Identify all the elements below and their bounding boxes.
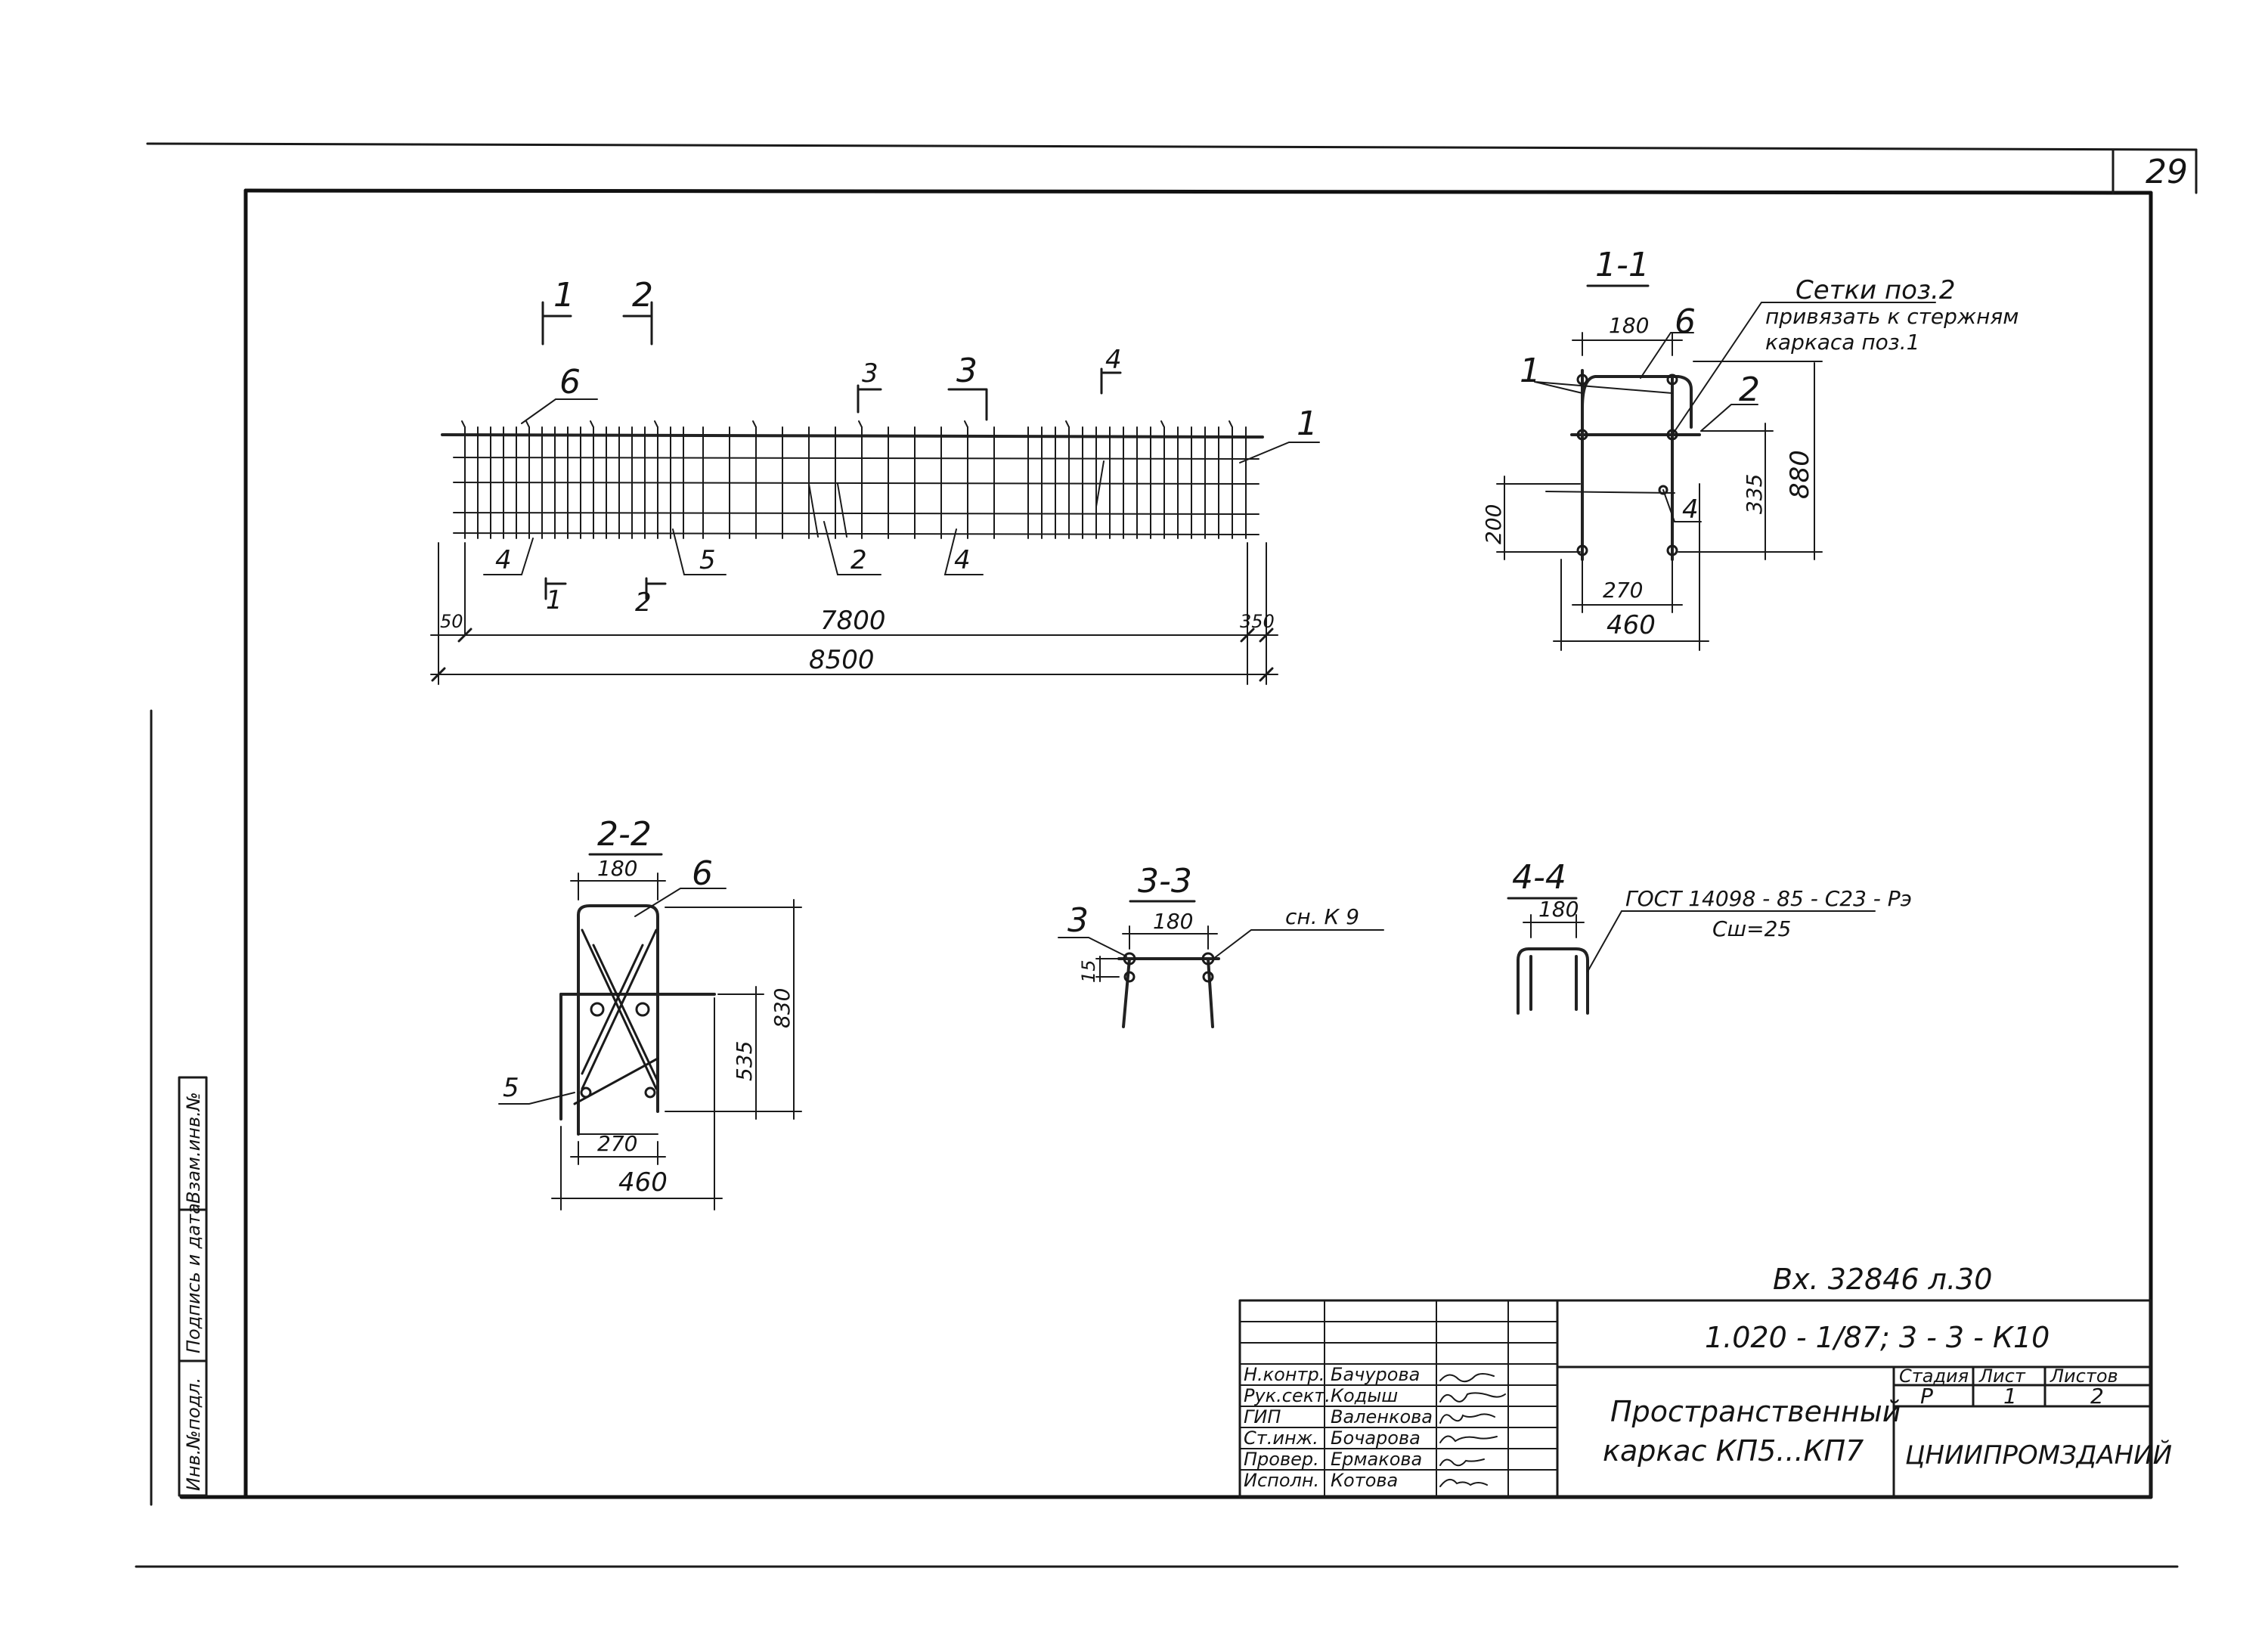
tb-organization: ЦНИИПРОМЗДАНИЙ: [1905, 1440, 2172, 1471]
s11-dim-180: 180: [1609, 313, 1649, 338]
title-block: Н.контр. Бачурова Рук.сект. Кодыш ГИП Ва…: [1238, 1299, 2172, 1499]
section-3-3-title: 3-3: [1138, 862, 1192, 900]
tb-role-5: Исполн.: [1244, 1470, 1319, 1491]
s22-dim-460: 460: [618, 1167, 668, 1198]
tb-name-5: Котова: [1331, 1470, 1398, 1491]
tb-name-2: Валенкова: [1331, 1406, 1433, 1427]
s22-dim-270: 270: [597, 1131, 637, 1156]
s11-note-1: Сетки поз.2: [1796, 275, 1955, 305]
side-stamp-sign: Подпись и дата: [183, 1203, 204, 1353]
section-2-2: 2-2 6 5 180 270 460 535 830: [498, 815, 802, 1210]
tb-header-stage: Стадия: [1899, 1365, 1969, 1387]
s33-dim-15: 15: [1078, 959, 1099, 983]
section-2-2-title: 2-2: [597, 815, 652, 854]
s22-dim-180: 180: [597, 856, 637, 881]
s11-dim-460: 460: [1606, 610, 1656, 640]
tb-title-line1: Пространственный: [1610, 1395, 1901, 1428]
dim-main-350: 350: [1240, 611, 1275, 632]
s33-note: сн. К 9: [1285, 904, 1359, 929]
pos-label-4b: 4: [954, 545, 971, 575]
tb-role-0: Н.контр.: [1244, 1364, 1325, 1385]
s33-label-3: 3: [1067, 901, 1089, 940]
tb-title-line2: каркас КП5...КП7: [1603, 1434, 1864, 1468]
dim-main-50: 50: [440, 611, 463, 632]
section-4-4-title: 4-4: [1512, 858, 1566, 897]
tb-name-0: Бачурова: [1331, 1364, 1420, 1385]
section-3-3: 3-3 3 сн. К 9 180 15: [1058, 862, 1384, 1028]
sheet-frame: [135, 142, 2198, 1568]
s11-label-4: 4: [1682, 494, 1699, 525]
section-1-1: 1-1 1 6 2 4 Сетки поз.2 привязать к стер…: [1481, 246, 2019, 651]
tb-value-stage: Р: [1920, 1384, 1933, 1409]
s44-note-2: Сш=25: [1712, 916, 1791, 941]
signatures: [1439, 1373, 1506, 1487]
s11-note-3: каркаса поз.1: [1765, 330, 1919, 355]
s11-dim-270: 270: [1603, 578, 1643, 603]
s11-note-2: привязать к стержням: [1765, 304, 2019, 329]
s11-dim-335: 335: [1742, 474, 1767, 514]
pos-label-6: 6: [559, 363, 581, 401]
section-mark-3a: 3: [862, 358, 878, 389]
tb-role-2: ГИП: [1244, 1406, 1281, 1427]
tb-role-3: Ст.инж.: [1244, 1427, 1318, 1449]
dim-main-8500: 8500: [809, 645, 875, 675]
side-stamp: Инв.№подл. Подпись и дата Взам.инв.№: [150, 709, 208, 1506]
s22-label-5: 5: [503, 1073, 519, 1103]
pos-label-2: 2: [850, 545, 867, 575]
s33-dim-180: 180: [1153, 909, 1193, 934]
pos-label-4a: 4: [495, 545, 512, 575]
s11-label-1: 1: [1520, 352, 1541, 390]
section-1-1-title: 1-1: [1595, 246, 1650, 284]
tb-header-sheet: Лист: [1978, 1365, 2026, 1387]
section-4-4: 4-4 180 ГОСТ 14098 - 85 - С23 - Рэ Сш=25: [1507, 858, 1912, 1015]
s22-dim-830: 830: [770, 988, 795, 1028]
section-mark-1-top: 1: [553, 276, 575, 315]
tb-name-4: Ермакова: [1331, 1449, 1422, 1470]
registration-note: Вх. 32846 л.30: [1773, 1263, 1992, 1296]
tb-document-code: 1.020 - 1/87; 3 - 3 - К10: [1705, 1321, 2050, 1354]
main-view: 1 2 3 3 4 1 2 6 1 4 5 2 4 50 7800 350 85…: [430, 276, 1320, 685]
s11-label-2: 2: [1739, 370, 1760, 409]
s44-dim-180: 180: [1538, 897, 1579, 922]
side-stamp-replace: Взам.инв.№: [183, 1092, 204, 1204]
side-stamp-inv: Инв.№подл.: [183, 1378, 204, 1491]
s22-dim-535: 535: [732, 1041, 757, 1081]
s22-label-6: 6: [692, 854, 713, 893]
pos-label-1: 1: [1297, 405, 1318, 443]
s44-note-1: ГОСТ 14098 - 85 - С23 - Рэ: [1625, 886, 1912, 911]
tb-name-3: Бочарова: [1331, 1427, 1421, 1449]
s11-dim-200: 200: [1481, 504, 1506, 544]
pos-label-5: 5: [699, 545, 716, 575]
tb-header-sheets: Листов: [2050, 1365, 2118, 1387]
section-mark-1-bottom: 1: [546, 585, 562, 615]
tb-role-1: Рук.сект.: [1244, 1385, 1331, 1406]
section-mark-2-bottom: 2: [635, 587, 652, 618]
tb-name-1: Кодыш: [1331, 1385, 1398, 1406]
page-number: 29: [2146, 153, 2188, 191]
dim-main-7800: 7800: [820, 606, 886, 636]
tb-value-sheet: 1: [2003, 1384, 2017, 1409]
section-mark-3b: 3: [956, 352, 978, 390]
s11-label-6: 6: [1675, 302, 1696, 341]
section-mark-2-top: 2: [632, 276, 653, 315]
tb-role-4: Провер.: [1244, 1449, 1319, 1470]
section-mark-4: 4: [1105, 345, 1122, 375]
s11-dim-880: 880: [1785, 450, 1815, 499]
tb-value-sheets: 2: [2090, 1384, 2104, 1409]
